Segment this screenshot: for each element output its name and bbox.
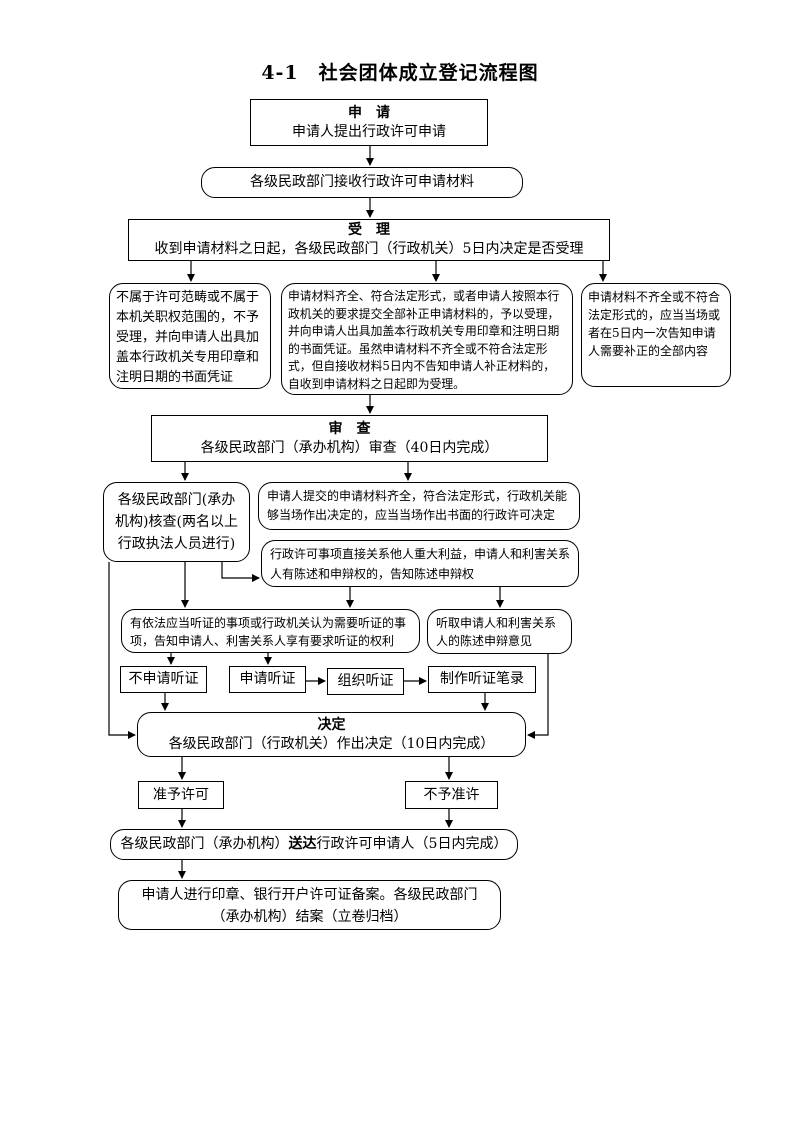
- incomplete-box: 申请材料不齐全或不符合法定形式的，应当当场或者在5日内一次告知申请人需要补正的全…: [581, 283, 731, 387]
- deny-box: 不予准许: [405, 781, 498, 809]
- deliver-bold: 送达: [288, 836, 317, 852]
- accept-rules-box: 申请材料齐全、符合法定形式，或者申请人按照本行政机关的要求提交全部补正申请材料的…: [281, 283, 573, 395]
- deliver-suffix: 行政许可申请人（5日内完成）: [316, 836, 508, 852]
- page-title: 4-1 社会团体成立登记流程图: [261, 62, 539, 84]
- decision-box: 决定 各级民政部门（行政机关）作出决定（10日内完成）: [137, 712, 526, 757]
- accept-box: 受 理 收到申请材料之日起，各级民政部门（行政机关）5日内决定是否受理: [128, 219, 610, 261]
- onsite-box: 申请人提交的申请材料齐全，符合法定形式，行政机关能够当场作出决定的，应当当场作出…: [258, 482, 580, 530]
- request-hearing-box: 申请听证: [229, 666, 306, 693]
- accept-heading: 受 理: [348, 222, 390, 238]
- accept-text: 收到申请材料之日起，各级民政部门（行政机关）5日内决定是否受理: [154, 241, 584, 257]
- no-hearing-box: 不申请听证: [120, 666, 207, 693]
- interest-box: 行政许可事项直接关系他人重大利益，申请人和利害关系人有陈述和申辩权的，告知陈述申…: [261, 540, 579, 587]
- reject-scope-box: 不属于许可范畴或不属于本机关职权范围的，不予受理，并向申请人出具加盖本行政机关专…: [109, 283, 271, 389]
- archive-box: 申请人进行印章、银行开户许可证备案。各级民政部门（承办机构）结案（立卷归档）: [118, 880, 501, 930]
- apply-text: 申请人提出行政许可申请: [292, 123, 446, 140]
- apply-heading: 申 请: [348, 104, 390, 121]
- hearing-record-box: 制作听证笔录: [428, 666, 536, 693]
- deliver-box: 各级民政部门（承办机构）送达行政许可申请人（5日内完成）: [110, 829, 518, 860]
- deliver-prefix: 各级民政部门（承办机构）: [120, 836, 289, 852]
- review-heading: 审 查: [328, 420, 371, 437]
- listen-box: 听取申请人和利害关系人的陈述申辩意见: [427, 609, 572, 654]
- organize-hearing-box: 组织听证: [327, 668, 404, 695]
- apply-box: 申 请 申请人提出行政许可申请: [250, 99, 488, 146]
- verify-box: 各级民政部门(承办机构)核查(两名以上行政执法人员进行): [103, 482, 250, 562]
- decision-heading: 决定: [317, 716, 346, 733]
- review-text: 各级民政部门（承办机构）审查（40日内完成）: [200, 439, 499, 456]
- review-box: 审 查 各级民政部门（承办机构）审查（40日内完成）: [151, 415, 548, 462]
- hearing-notice-box: 有依法应当听证的事项或行政机关认为需要听证的事项，告知申请人、利害关系人享有要求…: [121, 609, 420, 653]
- receive-box: 各级民政部门接收行政许可申请材料: [201, 167, 523, 198]
- grant-box: 准予许可: [138, 781, 224, 809]
- decision-text: 各级民政部门（行政机关）作出决定（10日内完成）: [168, 735, 495, 752]
